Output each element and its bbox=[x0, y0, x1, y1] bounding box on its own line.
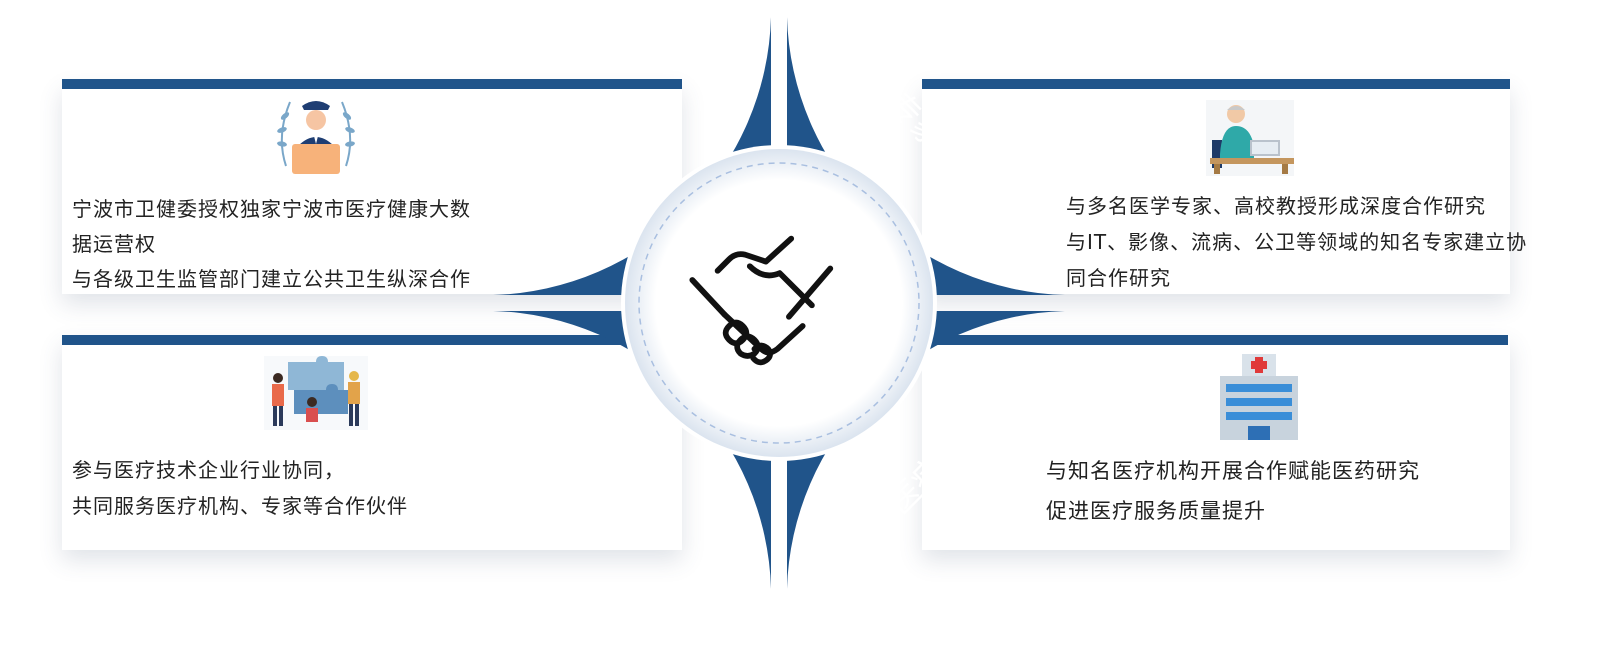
bar-top-right bbox=[922, 79, 1510, 89]
doctor-at-desk-icon bbox=[1206, 100, 1294, 176]
puzzle-team-icon bbox=[264, 356, 368, 430]
quadrant-label-bottom-left: 行业联盟 bbox=[560, 404, 677, 521]
bar-top-left bbox=[62, 79, 682, 89]
text-bottom-left-line-2: 共同服务医疗机构、专家等合作伙伴 bbox=[72, 494, 408, 518]
card-bottom-left bbox=[62, 336, 682, 550]
inner-dashed-circle bbox=[638, 162, 920, 444]
text-bottom-right-line-1: 与知名医疗机构开展合作赋能医药研究 bbox=[1046, 459, 1420, 483]
quadrant-label-top-left: 政府组织 bbox=[560, 84, 677, 201]
bar-bottom-right bbox=[922, 335, 1508, 345]
quadrant-label-top-right: 专家资源 bbox=[880, 84, 997, 201]
inner-glow-disk bbox=[625, 149, 933, 457]
text-top-right-line-3: 同合作研究 bbox=[1066, 266, 1171, 290]
handshake-icon bbox=[689, 235, 834, 366]
text-bottom-right-line-2: 促进医疗服务质量提升 bbox=[1046, 499, 1266, 523]
card-bottom-right bbox=[922, 336, 1510, 550]
text-top-left-line-3: 与各级卫生监管部门建立公共卫生纵深合作 bbox=[72, 267, 471, 291]
official-portrait-icon bbox=[276, 96, 356, 178]
text-top-left-line-2: 据运营权 bbox=[72, 232, 156, 256]
text-bottom-left-line-1: 参与医疗技术企业行业协同， bbox=[72, 458, 345, 482]
bar-bottom-left bbox=[62, 335, 682, 345]
text-top-left-line-1: 宁波市卫健委授权独家宁波市医疗健康大数 bbox=[72, 197, 471, 221]
card-top-left bbox=[62, 82, 682, 294]
hospital-building-icon bbox=[1218, 354, 1300, 440]
text-top-right-line-2: 与IT、影像、流病、公卫等领域的知名专家建立协 bbox=[1066, 230, 1528, 254]
quadrant-label-bottom-right: 医疗机构 bbox=[880, 404, 997, 521]
text-top-right-line-1: 与多名医学专家、高校教授形成深度合作研究 bbox=[1066, 194, 1486, 218]
